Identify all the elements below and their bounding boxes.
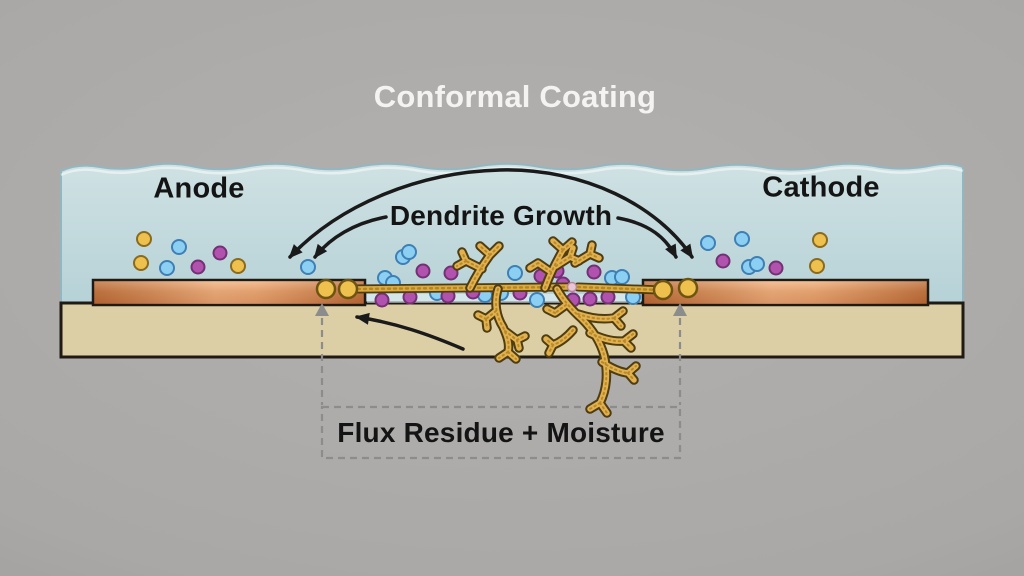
dendrite-arc-inner-right [616, 216, 678, 259]
flux-residue-label: Flux Residue + Moisture [337, 417, 665, 448]
ion-purple [190, 259, 206, 275]
coating-body [60, 162, 964, 305]
ion-blue [171, 239, 187, 255]
ion-bead [315, 278, 337, 300]
ion-purple [212, 245, 228, 261]
cathode-label: Cathode [762, 171, 880, 204]
conformal-coating-layer [60, 162, 964, 305]
ion-yellow [230, 258, 246, 274]
ion-purple [415, 263, 431, 279]
ion-blue [159, 260, 175, 276]
arrows [288, 168, 694, 351]
ion-blue [529, 292, 545, 308]
ion-blue [700, 235, 716, 251]
ion-bead [677, 277, 699, 299]
anode-label: Anode [153, 172, 245, 205]
ion-purple [374, 292, 390, 308]
ion-yellow [133, 255, 149, 271]
ion-bead [652, 279, 674, 301]
ion-blue [300, 259, 316, 275]
ion-blue [507, 265, 523, 281]
ion-blue [734, 231, 750, 247]
coating-wave-highlight [60, 166, 964, 177]
dashed-arrowhead-left [315, 303, 329, 316]
ion-purple [582, 291, 598, 307]
title-conformal-coating: Conformal Coating [373, 79, 657, 114]
ion-yellow [136, 231, 152, 247]
flux-annotation [315, 303, 687, 460]
beads-layer [315, 277, 699, 301]
ion-yellow [809, 258, 825, 274]
ion-pink [566, 281, 578, 293]
ion-bead [337, 278, 359, 300]
ion-blue [401, 244, 417, 260]
dendrite-arc-inner-left [313, 215, 388, 259]
ion-blue [749, 256, 765, 272]
flux-label-box [320, 405, 682, 460]
ion-purple [768, 260, 784, 276]
dendrite-growth-label: Dendrite Growth [389, 200, 613, 231]
board-growth-arrow [355, 312, 465, 351]
ion-yellow [812, 232, 828, 248]
ion-purple [715, 253, 731, 269]
ion-blue [614, 269, 630, 285]
ion-purple [586, 264, 602, 280]
dendrite-arc-outer [288, 168, 694, 259]
dashed-arrowhead-right [673, 303, 687, 316]
